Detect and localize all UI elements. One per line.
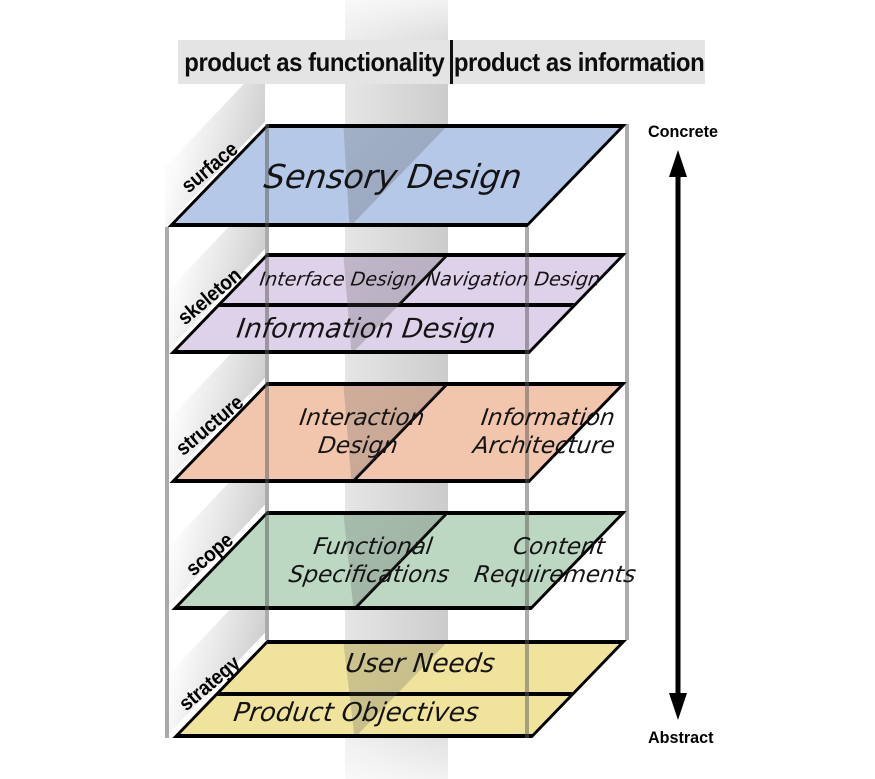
label-interface-design: Interface Design <box>258 268 418 291</box>
arrow-up-icon <box>669 150 687 177</box>
label-interaction-design: Interaction Design <box>297 404 427 459</box>
frame-post-bottom-left <box>165 227 169 738</box>
label-sensory-design: Sensory Design <box>261 156 525 196</box>
arrow-down-icon <box>669 693 687 720</box>
header-right-label: product as information <box>453 46 705 77</box>
label-product-objectives: Product Objectives <box>231 698 481 729</box>
header-bar: product as functionality product as info… <box>178 40 705 84</box>
label-information-design: Information Design <box>234 313 498 345</box>
label-user-needs: User Needs <box>343 649 497 680</box>
label-concrete: Concrete <box>648 122 719 141</box>
header-left-segment: product as functionality <box>178 40 450 84</box>
label-information-architecture: Information Architecture <box>471 404 617 459</box>
label-navigation-design: Navigation Design <box>424 268 602 291</box>
header-left-label: product as functionality <box>183 46 445 77</box>
label-abstract: Abstract <box>648 728 714 747</box>
label-content-requirements: Content Requirements <box>472 533 638 588</box>
label-functional-specifications: Functional Specifications <box>287 533 451 588</box>
frame-post-top-right <box>625 124 629 640</box>
frame-post-bottom-right <box>525 227 529 738</box>
header-right-segment: product as information <box>450 40 705 84</box>
concrete-abstract-arrow <box>669 150 687 720</box>
frame-post-top-left <box>265 124 269 640</box>
